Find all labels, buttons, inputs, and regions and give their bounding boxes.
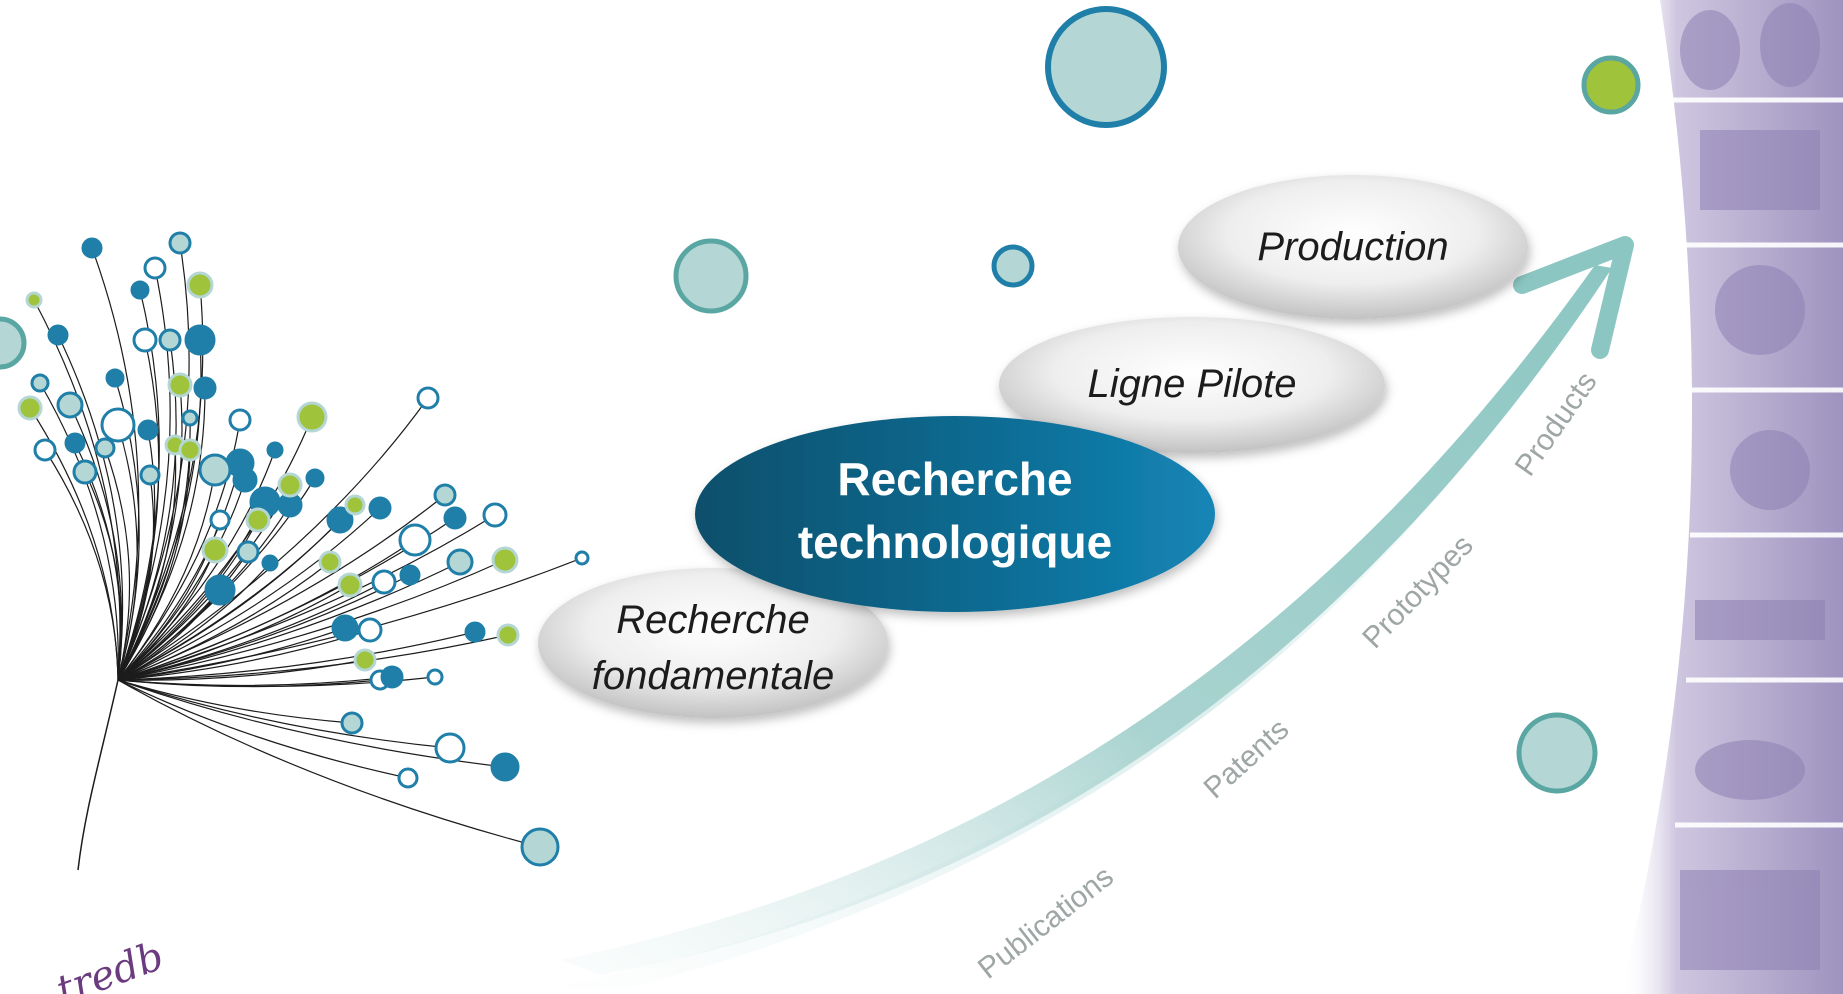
svg-text:tredb: tredb [51, 933, 170, 994]
stage-fondamentale-line1: Recherche [616, 598, 809, 642]
stage-production-label: Production [1257, 225, 1448, 269]
stage-fondamentale-line2: fondamentale [592, 654, 834, 698]
dandelion-seed [158, 328, 182, 352]
dandelion-seed [482, 502, 508, 528]
dandelion-seed [245, 507, 271, 533]
dandelion-seed [236, 540, 260, 564]
dandelion-seed [186, 271, 214, 299]
dandelion-seed [520, 827, 560, 867]
dandelion-seed [193, 376, 217, 400]
dandelion-seed [443, 506, 467, 530]
dandelion-seed [232, 467, 258, 493]
dandelion-seed [72, 459, 98, 485]
dandelion-seed [201, 536, 229, 564]
dandelion-seed [81, 237, 103, 259]
dandelion-seed [344, 494, 366, 516]
dandelion-illustration [0, 231, 590, 871]
dandelion-seed [318, 550, 342, 574]
dandelion-seed [198, 453, 232, 487]
dandelion-seed [426, 668, 444, 686]
dandelion-seed [184, 324, 216, 356]
edge-circle [0, 316, 27, 370]
dandelion-seed [491, 546, 519, 574]
stage-pilote-label: Ligne Pilote [1087, 362, 1296, 406]
dandelion-seed [94, 437, 116, 459]
dandelion-seed [331, 614, 359, 642]
dandelion-seed [56, 391, 84, 419]
dandelion-seed [209, 509, 231, 531]
dandelion-seed [204, 574, 236, 606]
dandelion-seed [296, 401, 328, 433]
label-publications: Publications [972, 860, 1120, 986]
dandelion-seed [168, 231, 192, 255]
stage-technologique-line1: Recherche [837, 453, 1072, 505]
dandelion-seed [137, 419, 159, 441]
dandelion-seed [368, 496, 392, 520]
dandelion-seed [105, 368, 125, 388]
dandelion-seed [33, 438, 57, 462]
dandelion-seed [434, 732, 466, 764]
dandelion-seed [416, 386, 440, 410]
dandelion-seed [305, 468, 325, 488]
dandelion-seed [446, 548, 474, 576]
dandelion-seed [277, 472, 303, 498]
dandelion-seed [178, 438, 202, 462]
dandelion-seed [30, 373, 50, 393]
stage-ligne-pilote [999, 317, 1385, 453]
dandelion-seed [353, 648, 377, 672]
dandelion-seed [326, 506, 354, 534]
dandelion-seed [25, 291, 43, 309]
growth-arrow [540, 236, 1634, 990]
stage-technologique-line2: technologique [798, 516, 1112, 568]
dandelion-seed [397, 767, 419, 789]
dandelion-seed [371, 569, 397, 595]
dandelion-seed [143, 256, 167, 280]
dandelion-seed [261, 554, 279, 572]
dandelion-seed [399, 564, 421, 586]
photo-strip [1620, 0, 1843, 994]
dandelion-seed [398, 523, 432, 557]
dandelion-seed [266, 441, 284, 459]
dandelion-seed [130, 280, 150, 300]
logo: tredb [51, 933, 170, 994]
dandelion-seed [64, 432, 86, 454]
dandelion-seed [464, 621, 486, 643]
stage-recherche-technologique [695, 416, 1215, 612]
dandelion-seed [357, 617, 383, 643]
dandelion-seed [380, 665, 404, 689]
dandelion-seed [496, 623, 520, 647]
dandelion-seed [433, 483, 457, 507]
dandelion-seed [228, 408, 252, 432]
dandelion-seed [181, 409, 199, 427]
dandelion-seed [132, 327, 158, 353]
dandelion-seed [490, 752, 520, 782]
dandelion-seed [574, 550, 590, 566]
dandelion-seed [100, 407, 136, 443]
dandelion-seed [139, 464, 161, 486]
dandelion-seed [167, 372, 193, 398]
stage-production [1178, 175, 1528, 319]
label-patents: Patents [1198, 713, 1296, 806]
decorative-circles [673, 6, 1641, 794]
dandelion-seed [340, 711, 364, 735]
dandelion-seed [337, 572, 363, 598]
stage-recherche-fondamentale [538, 568, 888, 718]
dandelion-seed [17, 395, 43, 421]
dandelion-seed [47, 324, 69, 346]
